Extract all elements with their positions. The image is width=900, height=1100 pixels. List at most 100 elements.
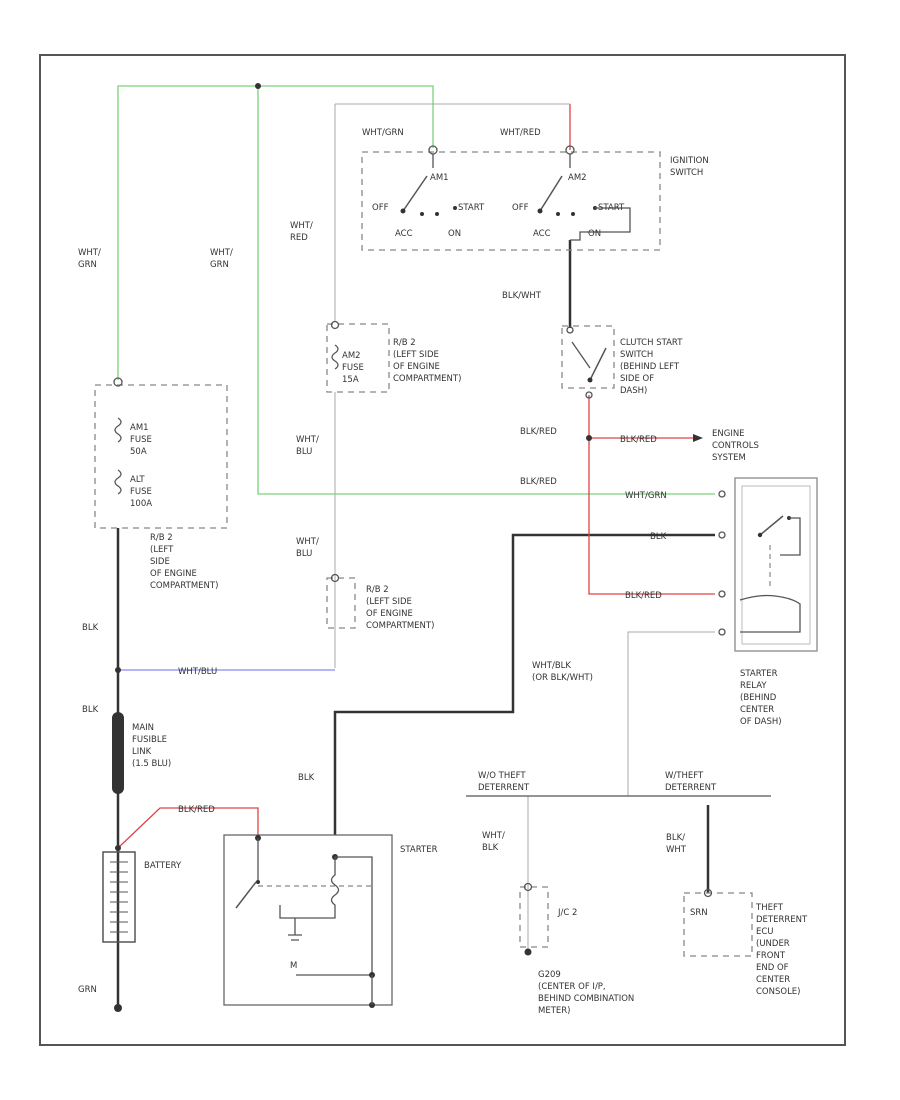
clutch-label-1: CLUTCH START	[620, 338, 683, 348]
theft-ecu-4: (UNDER	[756, 939, 790, 949]
theft-ecu-8: CONSOLE)	[756, 987, 801, 997]
am2-fuse	[331, 344, 339, 370]
clutch-label-5: DASH)	[620, 386, 647, 396]
starter-relay-1: STARTER	[740, 669, 778, 679]
on1-label: ON	[448, 229, 461, 239]
wht-grn-h-label: WHT/GRN	[625, 491, 667, 501]
am2-label: AM2	[568, 173, 587, 183]
gsw-2: (CENTER OF I/P,	[538, 982, 606, 992]
acc2-label: ACC	[533, 229, 551, 239]
rb2-left-3: SIDE	[150, 557, 170, 567]
main-fusible-link	[112, 712, 124, 794]
wht-grn-v1-a: WHT/	[78, 248, 101, 258]
wo-theft-2: DETERRENT	[478, 783, 530, 793]
alt-fuse	[114, 469, 122, 495]
theft-ecu-2: DETERRENT	[756, 915, 808, 925]
wht-blu-v2-a: WHT/	[296, 537, 319, 547]
jc2-label: J/C 2	[557, 908, 577, 918]
blk-red-label-1: BLK/RED	[520, 427, 557, 437]
wire-wht-blk-relay	[627, 631, 715, 796]
engine-controls-1: ENGINE	[712, 429, 745, 439]
blk-h-label: BLK	[650, 532, 667, 542]
starter-box	[223, 834, 393, 1006]
motor-symbol: M	[290, 961, 297, 971]
ignition-switch-label-2: SWITCH	[670, 168, 703, 178]
wht-blu-h-label: WHT/BLU	[178, 667, 217, 677]
rb2-left-5: COMPARTMENT)	[150, 581, 218, 591]
starter-relay-3: (BEHIND	[740, 693, 777, 703]
jc2-box	[519, 886, 549, 948]
rb2-left-4: OF ENGINE	[150, 569, 197, 579]
clutch-label-4: SIDE OF	[620, 374, 654, 384]
am2-fuse-label-2: FUSE	[342, 363, 364, 373]
wire-blk-red-relay	[588, 395, 715, 595]
theft-ecu-3: ECU	[756, 927, 774, 937]
blk-red-label-2: BLK/RED	[520, 477, 557, 487]
start2-label: START	[598, 203, 625, 213]
rb2-fuse-label-3: OF ENGINE	[393, 362, 440, 372]
wht-grn-v2-a: WHT/	[210, 248, 233, 258]
starter-relay-outer	[734, 477, 818, 652]
left-fuse-box	[94, 384, 228, 529]
theft-ecu-7: CENTER	[756, 975, 790, 985]
wht-blu-v-a: WHT/	[296, 435, 319, 445]
rb2-lower-2: (LEFT SIDE	[366, 597, 412, 607]
off1-label: OFF	[372, 203, 389, 213]
wire-wht-grn-left	[117, 85, 434, 380]
starter-relay-5: OF DASH)	[740, 717, 782, 727]
ignition-switch-label-1: IGNITION	[670, 156, 709, 166]
am1-fuse	[114, 417, 122, 443]
engine-controls-2: CONTROLS	[712, 441, 759, 451]
off2-label: OFF	[512, 203, 529, 213]
clutch-label-3: (BEHIND LEFT	[620, 362, 680, 372]
starter-relay-2: RELAY	[740, 681, 767, 691]
am2-fuse-label-1: AM2	[342, 351, 361, 361]
am2-fuse-label-3: 15A	[342, 375, 359, 385]
wht-blk-label-1: WHT/BLK	[532, 661, 571, 671]
on2-label: ON	[588, 229, 601, 239]
rb2-left-2: (LEFT	[150, 545, 174, 555]
rb2-lower-1: R/B 2	[366, 585, 389, 595]
wht-red-v-b: RED	[290, 233, 308, 243]
wht-grn-v2-b: GRN	[210, 260, 229, 270]
rb2-fuse-label-2: (LEFT SIDE	[393, 350, 439, 360]
gsw-1: G209	[538, 970, 561, 980]
am1-fuse-label-2: FUSE	[130, 435, 152, 445]
blk-wht-v-b: WHT	[666, 845, 687, 855]
ign-switch-blade-2	[539, 175, 563, 212]
wht-blu-v-b: BLU	[296, 447, 312, 457]
am1-fuse-label-1: AM1	[130, 423, 149, 433]
starter-relay-inner	[741, 485, 811, 645]
grn-label: GRN	[78, 985, 97, 995]
gsw-4: METER)	[538, 1006, 571, 1016]
starter-relay-4: CENTER	[740, 705, 774, 715]
am1-fuse-label-3: 50A	[130, 447, 147, 457]
clutch-switch-box	[561, 325, 615, 389]
wire-wht-grn-long	[257, 86, 715, 495]
wht-blk-v-b: BLK	[482, 843, 499, 853]
ignition-switch-box	[361, 151, 661, 251]
w-theft-1: W/THEFT	[665, 771, 704, 781]
diagram-frame	[39, 54, 846, 1046]
am2-fuse-box	[326, 323, 390, 393]
rb2-lower-3: OF ENGINE	[366, 609, 413, 619]
lower-rb2-box	[326, 577, 356, 629]
starter-label: STARTER	[400, 845, 438, 855]
wht-red-top-label: WHT/RED	[500, 128, 541, 138]
w-theft-2: DETERRENT	[665, 783, 717, 793]
blk-wht-label: BLK/WHT	[502, 291, 542, 301]
wht-blk-v-a: WHT/	[482, 831, 505, 841]
rb2-left-1: R/B 2	[150, 533, 173, 543]
blk-starter-label: BLK	[298, 773, 315, 783]
ign-switch-blade-1	[402, 175, 428, 212]
theft-ecu-6: END OF	[756, 963, 789, 973]
labels: IGNITION SWITCH WHT/GRN WHT/RED AM1 AM2 …	[78, 128, 808, 1016]
wire-blk-red-battery	[117, 807, 259, 849]
wht-grn-top-label: WHT/GRN	[362, 128, 404, 138]
acc1-label: ACC	[395, 229, 413, 239]
rb2-fuse-label-4: COMPARTMENT)	[393, 374, 461, 384]
fusible-4: (1.5 BLU)	[132, 759, 171, 769]
theft-ecu-1: THEFT	[755, 903, 784, 913]
battery-label: BATTERY	[144, 861, 182, 871]
